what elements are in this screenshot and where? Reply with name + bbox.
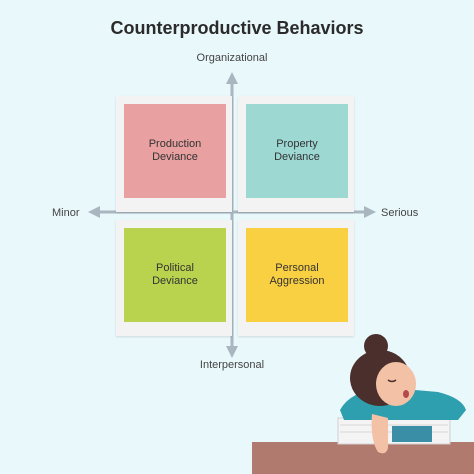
hand — [371, 414, 388, 454]
diagram-title: Counterproductive Behaviors — [110, 18, 364, 38]
quadrant-production-deviance: Production Deviance — [124, 104, 226, 198]
closed-eye-icon — [387, 379, 397, 383]
axis-label-minor: Minor — [52, 207, 80, 219]
desk — [252, 442, 474, 474]
card-political-deviance: Political Deviance — [116, 220, 232, 336]
arrow-up-icon — [226, 72, 238, 84]
axis-label-organizational: Organizational — [196, 52, 268, 64]
card-property-deviance: Property Deviance — [238, 96, 354, 212]
binder — [392, 426, 432, 442]
hair-bun — [364, 334, 388, 358]
quadrant-political-deviance: Political Deviance — [124, 228, 226, 322]
arrow-down-icon — [226, 346, 238, 358]
quadrant-property-deviance: Property Deviance — [246, 104, 348, 198]
quadrant-personal-aggression: Personal Aggression — [246, 228, 348, 322]
axis-label-interpersonal: Interpersonal — [199, 359, 265, 371]
arrow-left-icon — [88, 206, 100, 218]
mouth — [403, 390, 409, 398]
axis-label-serious: Serious — [381, 207, 419, 219]
card-production-deviance: Production Deviance — [116, 96, 232, 212]
face — [376, 362, 416, 406]
card-personal-aggression: Personal Aggression — [238, 220, 354, 336]
arrow-right-icon — [364, 206, 376, 218]
